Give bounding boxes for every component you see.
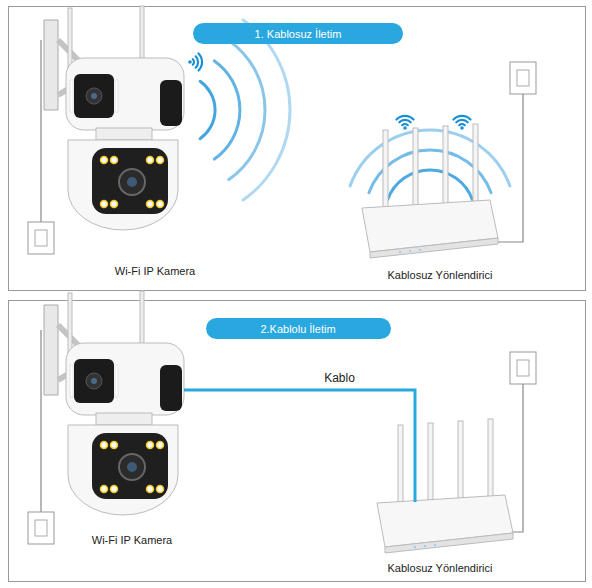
power-wire: [40, 40, 41, 222]
power-wire: [511, 384, 523, 532]
router-figure: Kablosuz Yönlendirici: [365, 502, 515, 574]
wall-outlet: [28, 222, 54, 254]
wifi-icon: [188, 54, 202, 71]
power-wire: [40, 330, 41, 512]
router-illustration: [377, 419, 513, 553]
wall-outlet: [510, 352, 536, 384]
camera-illustration: [44, 6, 184, 230]
cable-label: Kablo: [321, 371, 358, 385]
device-label: Wi-Fi IP Kamera: [115, 265, 195, 277]
step-title: 1. Kablosuz İletim: [255, 28, 342, 40]
router-figure: Kablosuz Yönlendirici: [365, 205, 515, 281]
camera-figure: Wi-Fi IP Kamera: [80, 320, 184, 546]
step-title: 2.Kablolu İletim: [260, 323, 335, 335]
signal-waves: [200, 20, 290, 200]
device-label: Wi-Fi IP Kamera: [92, 534, 172, 546]
device-label: Kablosuz Yönlendirici: [388, 562, 493, 574]
camera-figure: Wi-Fi IP Kamera: [95, 15, 215, 277]
camera-illustration: [44, 291, 184, 515]
step-pill: 1. Kablosuz İletim: [193, 23, 403, 44]
step-pill: 2.Kablolu İletim: [206, 318, 391, 339]
router-illustration: [362, 124, 498, 258]
wall-outlet: [510, 62, 536, 94]
wall-outlet: [28, 512, 54, 544]
signal-waves: [350, 130, 510, 200]
wifi-icon: [454, 116, 471, 130]
cable-connector: [184, 390, 415, 502]
wifi-icon: [397, 116, 414, 130]
panel-frame: [9, 7, 586, 291]
device-label: Kablosuz Yönlendirici: [388, 269, 493, 281]
